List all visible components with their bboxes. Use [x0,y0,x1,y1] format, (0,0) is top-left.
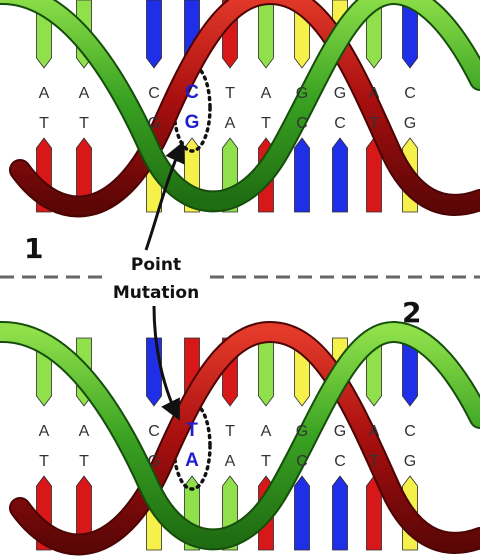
base-letter-bottom-4: A [225,115,236,132]
base-letter-top-9: C [404,85,416,102]
base-bar-bottom-7 [332,137,348,213]
base-bar-bottom-6 [294,137,310,213]
mutated-base-bottom-letter: G [185,112,200,133]
mutated-base-top-letter: C [185,82,199,103]
base-letter-bottom-9: G [404,453,416,470]
base-bar-top-8 [366,0,382,69]
base-letter-bottom-2: G [148,115,160,132]
base-letter-bottom-6: C [296,453,308,470]
helix-backbone-green [0,323,480,549]
helix-backbone-red [11,322,480,554]
base-bar-bottom-6 [294,475,310,551]
base-letter-bottom-1: T [79,453,89,470]
base-letter-top-8: A [369,85,380,102]
base-bar-top-5 [258,0,274,69]
helix-backbone-green [0,0,480,211]
base-bar-top-2 [146,0,162,69]
base-letter-top-5: A [261,423,272,440]
base-letter-top-2: C [148,85,160,102]
mutated-base-bottom-letter: A [185,450,199,471]
base-letter-top-4: T [225,85,235,102]
callout-arrow-up [144,141,185,251]
base-letter-top-0: A [39,423,50,440]
base-letter-bottom-8: T [369,115,379,132]
base-letter-bottom-4: A [225,453,236,470]
callout-arrow-down [152,305,180,421]
base-bar-top-9 [402,0,418,69]
base-letter-bottom-7: C [334,115,346,132]
base-letter-bottom-0: T [39,453,49,470]
base-letter-top-4: T [225,423,235,440]
base-letter-bottom-2: G [148,453,160,470]
base-letter-top-9: C [404,423,416,440]
base-letter-bottom-6: C [296,115,308,132]
base-letter-bottom-7: C [334,453,346,470]
base-letter-top-0: A [39,85,50,102]
base-letter-bottom-5: T [261,453,271,470]
base-letter-top-8: A [369,423,380,440]
callout-label-line1: Point [131,255,181,275]
panel-number-2: 2 [402,296,421,329]
base-letter-top-6: G [296,423,308,440]
base-letter-bottom-0: T [39,115,49,132]
base-letter-top-5: A [261,85,272,102]
base-letter-bottom-9: G [404,115,416,132]
panel-number-1: 1 [24,232,43,265]
base-letter-top-2: C [148,423,160,440]
base-letter-top-1: A [79,423,90,440]
base-letter-bottom-5: T [261,115,271,132]
base-letter-top-7: G [334,85,346,102]
helix-backbone-red [11,0,480,216]
base-bar-top-5 [258,337,274,407]
mutated-base-top-letter: T [186,420,198,441]
base-letter-bottom-1: T [79,115,89,132]
base-letter-top-6: G [296,85,308,102]
callout-label-line2: Mutation [113,283,199,303]
base-bar-top-2 [146,337,162,407]
base-letter-top-1: A [79,85,90,102]
base-letter-top-7: G [334,423,346,440]
base-bar-bottom-7 [332,475,348,551]
base-letter-bottom-8: T [369,453,379,470]
